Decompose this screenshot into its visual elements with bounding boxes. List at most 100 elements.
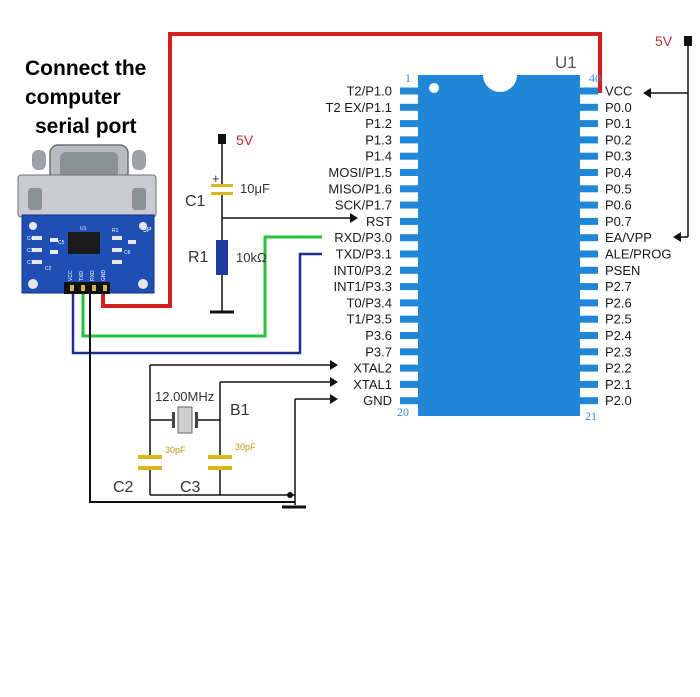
left-pin-13 [400,283,420,291]
pin-label-p0-6: P0.6 [605,198,632,213]
header-pins [64,282,110,294]
right-pin-36 [578,152,598,160]
right-pin-stubs [578,87,598,405]
right-pin-29 [578,266,598,274]
c3-value-label: 30pF [235,442,256,452]
left-pin-4 [400,136,420,144]
pin-label-sck-p1-7: SCK/P1.7 [335,198,392,213]
pin-number-40: 40 [589,71,601,85]
pin-label-t2-ex-p1-1: T2 EX/P1.1 [326,100,392,115]
crystal-wiring [149,360,338,509]
pin-label-t0-p3-4: T0/P3.4 [346,295,392,310]
right-pin-31 [578,234,598,242]
right-pin-26 [578,315,598,323]
c2-value-label: 30pF [165,445,186,455]
left-pin-5 [400,152,420,160]
reset-5v-label: 5V [236,132,254,148]
pin-label-p1-2: P1.2 [365,116,392,131]
right-pin-30 [578,250,598,258]
vcc-ea-wiring [643,36,692,242]
pin-label-rst: RST [366,214,392,229]
c1-value-label: 10μF [240,181,270,196]
right-pin-40 [578,87,598,95]
pin-label-t2-p1-0: T2/P1.0 [346,84,392,99]
r1-value-label: 10kΩ [236,250,267,265]
pcb-label-c4: C4 [27,236,34,242]
blue-txd-wire [71,252,322,355]
right-pin-24 [578,348,598,356]
right-pin-23 [578,364,598,372]
left-pin-6 [400,169,420,176]
pin-label-rxd-p3-0: RXD/P3.0 [334,230,392,245]
pin-label-ea-vpp: EA/VPP [605,230,652,245]
pin-label-miso-p1-6: MISO/P1.6 [328,181,392,196]
pcb-label-txd: TXD [79,271,85,281]
left-pin-1 [400,87,420,95]
left-pin-7 [400,185,420,193]
microcontroller-u1 [400,75,598,416]
pin-label-p0-4: P0.4 [605,165,632,180]
pin-label-psen: PSEN [605,263,640,278]
pin-label-txd-p3-1: TXD/P3.1 [336,247,392,262]
crystal-value-label: 12.00MHz [155,389,214,404]
left-pin-15 [400,315,420,323]
pin-label-p0-7: P0.7 [605,214,632,229]
pin-label-p1-3: P1.3 [365,132,392,147]
pin-label-p2-7: P2.7 [605,279,632,294]
serial-module [17,144,157,294]
c1-ref-label: C1 [185,193,206,210]
left-pin-11 [400,250,420,258]
left-pin-20 [400,397,420,405]
pin-number-21: 21 [585,409,597,423]
serial-port-caption: Connect the computer serial port [25,57,146,138]
crystal-b1 [172,406,198,434]
pin-label-p3-7: P3.7 [365,344,392,359]
resistor-r1 [216,240,228,275]
right-pin-25 [578,332,598,339]
pcb-label-r1: R1 [112,228,119,234]
left-pin-10 [400,234,420,242]
right-pin-37 [578,136,598,144]
caption-line-3: serial port [35,115,137,138]
left-pin-3 [400,120,420,128]
left-pin-14 [400,299,420,307]
pin-label-xtal2: XTAL2 [353,361,392,376]
pcb-label-c3: C3 [27,248,34,254]
pcb-label-c1: C1 [27,260,34,266]
pcb-label-vcc: VCC [68,270,74,281]
left-pin-8 [400,201,420,209]
left-pin-labels: T2/P1.0T2 EX/P1.1P1.2P1.3P1.4MOSI/P1.5MI… [326,84,393,409]
right-pin-34 [578,185,598,193]
pin1-dot [429,83,439,93]
pin-label-xtal1: XTAL1 [353,377,392,392]
black-gnd-wire [89,290,295,503]
right-pin-38 [578,120,598,128]
vcc-5v-label: 5V [655,33,673,49]
pin-label-p2-1: P2.1 [605,377,632,392]
pin-label-p2-2: P2.2 [605,361,632,376]
pin-label-mosi-p1-5: MOSI/P1.5 [328,165,392,180]
chip-body [418,75,580,416]
pin-label-p0-2: P0.2 [605,132,632,147]
left-pin-stubs [400,87,420,405]
pcb-label-u1: U1 [80,226,87,232]
pin-label-p0-5: P0.5 [605,181,632,196]
pcb-label-c6: C6 [124,250,131,256]
right-pin-labels: VCCP0.0P0.1P0.2P0.3P0.4P0.5P0.6P0.7EA/VP… [605,84,671,409]
pin-label-ale-prog: ALE/PROG [605,247,671,262]
pcb-pin-labels: VCC TXD RXD GND [68,270,107,282]
right-pin-32 [578,217,598,225]
left-pin-19 [400,380,420,388]
c2-ref-label: C2 [113,479,134,496]
left-pin-16 [400,332,420,339]
c3-ref-label: C3 [180,479,201,496]
pin-label-int1-p3-3: INT1/P3.3 [333,279,392,294]
pin-label-p2-0: P2.0 [605,393,632,408]
pin-label-p2-3: P2.3 [605,344,632,359]
caption-line-1: Connect the [25,57,146,80]
left-pin-2 [400,103,420,111]
b1-ref-label: B1 [230,402,250,419]
chip-notch [483,75,517,92]
u1-ref-label: U1 [555,53,577,72]
